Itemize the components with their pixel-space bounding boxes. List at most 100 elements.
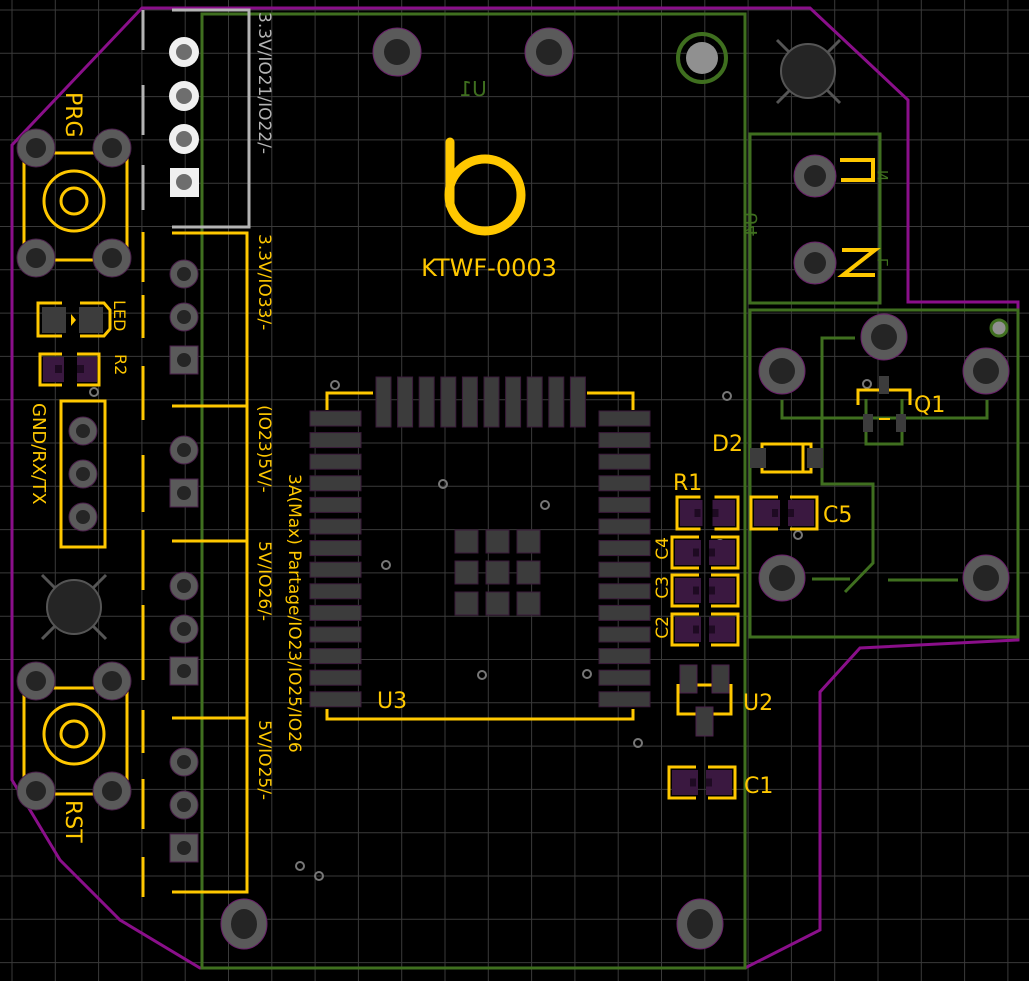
relay-pad-hole [973,565,999,591]
u3-ground-pad [454,591,479,616]
relay-pad-hole [769,565,795,591]
via [633,738,643,748]
via [722,391,732,401]
smd-silk [714,495,740,531]
u3-pad-left [309,518,362,535]
r2-footprint [38,352,101,387]
u3-pad-right [598,432,651,449]
u3-pad-top [505,376,522,428]
connector-j3 [172,404,249,543]
smd-pad-mark [693,586,699,595]
c5-label: C5 [823,503,852,528]
smd-pad-mark [712,509,719,517]
fiducial [676,32,728,84]
relay-pad-hole [973,358,999,384]
u3-pad-top [461,376,478,428]
u3-pad-left [309,453,362,470]
u3-pad-left [309,626,362,643]
button-pad-hole [102,671,122,691]
connector-j3-label: (IO23)5V/- [254,405,274,493]
header-pin-hole [177,353,191,367]
header-pin-hole [76,424,90,438]
button-pad-hole [26,781,46,801]
smd-pad-mark [706,778,712,787]
via [477,670,487,680]
u3-pad-left [309,583,362,600]
u3-ground-pad [516,560,541,585]
smd-silk [790,495,819,531]
u3-pad-right [598,540,651,557]
relay-n-bottom: L [876,258,892,266]
u3-pad-left [309,540,362,557]
smd-pad [712,500,735,526]
via [582,669,592,679]
smd-silk [670,612,699,647]
smd-silk [711,612,740,647]
connector-j1-label: 3.3V/IO21/IO22/- [254,12,274,154]
u4-label: U4 [741,212,762,237]
header-pin-hole [177,443,191,457]
smd-pad-mark [693,625,699,634]
connector-j1 [169,8,251,229]
via [330,380,340,390]
via [793,530,803,540]
u3-pad-top [397,376,414,428]
u3-pad-top [569,376,586,428]
u3-pad-right [598,604,651,621]
rst-label: RST [60,800,85,843]
mount-hole [524,27,574,77]
header-pin-hole [76,467,90,481]
u3-pad-right [598,648,651,665]
u4-terminal [748,132,882,305]
r1-label: R1 [673,471,702,496]
button-pad-hole [26,138,46,158]
mount-hole [220,898,268,950]
u3-ground-pad [516,529,541,554]
button-pad-hole [26,671,46,691]
connector-pin-hole [176,174,192,190]
header-pin-hole [177,664,191,678]
smd-pad [680,500,703,526]
u3-pad-left [309,561,362,578]
header-pin-hole [177,622,191,636]
u2-label: U2 [743,691,773,716]
u3-pad-right [598,410,651,427]
d2-diode [750,442,823,474]
led-footprint [36,301,112,338]
relay-pad-hole [804,165,826,187]
smd-silk [708,765,737,800]
connector-j5-label: 5V/IO25/- [254,720,274,800]
connector-j5 [172,716,249,894]
smd-pad-mark [694,509,701,517]
u3-pad-left [309,691,362,708]
u3-pad-right [598,453,651,470]
smd-pad-mark [693,548,699,557]
u3-pad-left [309,604,362,621]
r2-label: R2 [111,354,130,375]
via [314,871,324,881]
u3-ground-pad [485,529,510,554]
via [862,379,872,389]
u3-esp32 [309,376,651,721]
via [89,387,99,397]
u2-regulator [676,664,733,737]
rst-button [22,686,129,796]
u3-pad-right [598,626,651,643]
prg-label: PRG [60,92,85,138]
q1-label: Q1 [914,393,945,418]
smd-pad-mark [709,586,715,595]
u3-pad-left [309,410,362,427]
smd-pad-mark [690,778,696,787]
u3-ground-pad [516,591,541,616]
led-label: LED [110,300,129,331]
header-pin-hole [177,267,191,281]
smd-silk [675,495,701,531]
connector-j2-label: 3.3V/IO33/- [254,234,274,330]
u3-pad-right [598,583,651,600]
mount-hole [676,898,724,950]
u3-pad-top [418,376,435,428]
header-pin-hole [177,579,191,593]
u3-pad-right [598,669,651,686]
header-pin-hole [76,510,90,524]
